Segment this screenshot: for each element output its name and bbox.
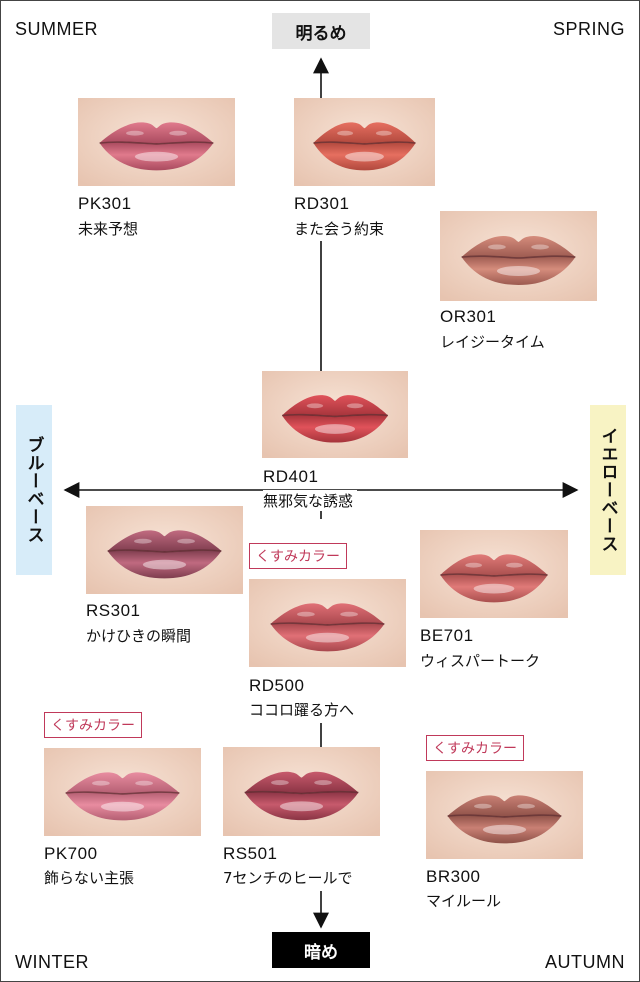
lip-icon — [249, 579, 406, 667]
product-name-rs501: 7センチのヒールで — [223, 867, 353, 888]
lip-icon — [426, 771, 583, 859]
product-code-br300: BR300 — [426, 867, 480, 887]
lip-icon — [420, 530, 568, 618]
product-name-rd500: ココロ躍る方へ — [249, 699, 354, 720]
product-name-rs301: かけひきの瞬間 — [86, 625, 191, 646]
product-name-or301: レイジータイム — [440, 331, 545, 352]
lip-icon — [262, 371, 408, 458]
lip-photo-rs501 — [223, 747, 380, 836]
product-name-rd401: 無邪気な誘惑 — [263, 490, 357, 511]
axis-label-dark: 暗め — [272, 932, 370, 968]
lip-photo-rd500 — [249, 579, 406, 667]
lip-photo-rd301 — [294, 98, 435, 186]
lip-photo-rd401 — [262, 371, 408, 458]
lip-icon — [44, 748, 201, 836]
tag-kusumi-br300: くすみカラー — [426, 735, 524, 761]
product-code-pk301: PK301 — [78, 194, 132, 214]
product-code-rs501: RS501 — [223, 844, 277, 864]
axis-label-bright: 明るめ — [272, 13, 370, 49]
tag-kusumi-rd500: くすみカラー — [249, 543, 347, 569]
corner-autumn: AUTUMN — [545, 952, 625, 973]
product-name-rd301: また会う約束 — [294, 218, 384, 239]
lip-photo-or301 — [440, 211, 597, 301]
product-code-be701: BE701 — [420, 626, 474, 646]
lip-photo-pk700 — [44, 748, 201, 836]
product-code-or301: OR301 — [440, 307, 496, 327]
axis-label-yellow-base: イエローベース — [590, 405, 626, 575]
product-code-pk700: PK700 — [44, 844, 98, 864]
product-code-rd500: RD500 — [249, 676, 304, 696]
product-name-be701: ウィスパートーク — [420, 650, 540, 671]
product-name-pk301: 未来予想 — [78, 218, 138, 239]
axis-label-blue-base: ブルーベース — [16, 405, 52, 575]
corner-spring: SPRING — [553, 19, 625, 40]
tag-kusumi-pk700: くすみカラー — [44, 712, 142, 738]
lip-icon — [78, 98, 235, 186]
product-code-rs301: RS301 — [86, 601, 140, 621]
lip-photo-br300 — [426, 771, 583, 859]
product-name-br300: マイルール — [426, 890, 501, 911]
product-code-rd401: RD401 — [263, 467, 318, 487]
lip-icon — [294, 98, 435, 186]
lip-icon — [440, 211, 597, 301]
lip-photo-be701 — [420, 530, 568, 618]
corner-summer: SUMMER — [15, 19, 98, 40]
lip-photo-pk301 — [78, 98, 235, 186]
product-code-rd301: RD301 — [294, 194, 349, 214]
product-name-pk700: 飾らない主張 — [44, 867, 134, 888]
lip-photo-rs301 — [86, 506, 243, 594]
lip-icon — [223, 747, 380, 836]
corner-winter: WINTER — [15, 952, 89, 973]
lip-icon — [86, 506, 243, 594]
